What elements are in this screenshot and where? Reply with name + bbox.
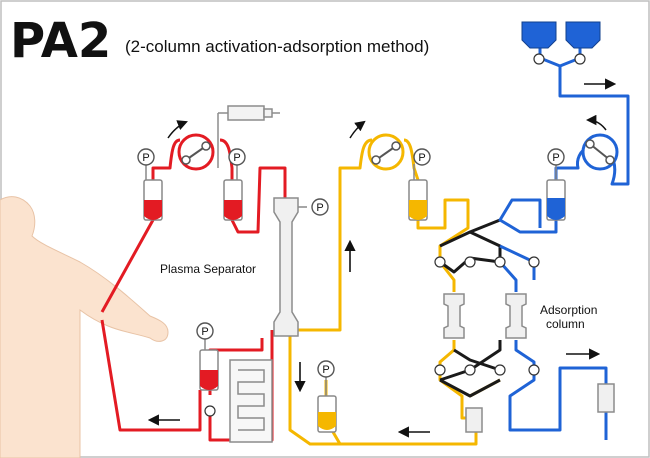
valve-1 xyxy=(434,256,446,268)
pressure-gauge-7: P xyxy=(317,360,335,396)
plasma-separator xyxy=(273,197,299,337)
blood-pump-outlet xyxy=(219,138,234,180)
pressure-label: P xyxy=(142,152,149,164)
plasma-line-up xyxy=(298,138,373,332)
pressure-label: P xyxy=(316,202,323,214)
drip-chamber-plasma xyxy=(408,179,428,221)
return-filter xyxy=(465,407,483,433)
blood-pump-direction-arrow xyxy=(167,120,188,139)
valve-7 xyxy=(494,364,506,376)
blood-pump xyxy=(177,133,215,171)
plasma-pump-direction-arrow xyxy=(349,120,366,139)
diagram-title: PA2 xyxy=(10,13,111,69)
pressure-label: P xyxy=(418,152,425,164)
pressure-label: P xyxy=(233,152,240,164)
plasma-pump xyxy=(367,133,405,171)
valve-4 xyxy=(528,256,540,268)
adsorption-column-label-line2: column xyxy=(546,317,585,331)
valve-venous xyxy=(204,405,216,417)
valve-2 xyxy=(464,256,476,268)
blood-circuit xyxy=(100,138,287,442)
venous-return-line xyxy=(100,319,202,432)
bag-clamp-1 xyxy=(533,53,545,65)
pressure-gauge-6: P xyxy=(196,322,214,350)
pressure-gauge-4: P xyxy=(547,148,565,180)
pressure-gauge-2: P xyxy=(228,148,246,180)
adsorption-column-1 xyxy=(443,293,465,339)
buffer-bag-1 xyxy=(521,21,557,49)
bag-clamp-2 xyxy=(574,53,586,65)
adsorption-column-label-line1: Adsorption xyxy=(540,303,597,317)
drip-chamber-arterial xyxy=(143,179,163,221)
valve-set xyxy=(204,256,540,417)
drip-chamber-buffer xyxy=(546,179,566,221)
buffer-pump-direction-arrow xyxy=(585,114,607,131)
pressure-gauge-1: P xyxy=(137,148,155,180)
plasma-return xyxy=(331,340,478,446)
pressure-label: P xyxy=(322,364,329,376)
valve-3 xyxy=(494,256,506,268)
pressure-label: P xyxy=(201,326,208,338)
valve-8 xyxy=(528,364,540,376)
drip-chamber-prefilter xyxy=(223,179,243,221)
buffer-waste xyxy=(508,340,608,432)
plasma-separator-label: Plasma Separator xyxy=(160,262,256,276)
crossover-tubing xyxy=(439,218,502,398)
patient-silhouette xyxy=(0,196,169,458)
blood-warmer xyxy=(229,359,273,443)
buffer-circuit xyxy=(498,48,630,440)
adsorption-column-2 xyxy=(505,293,527,339)
blood-pump-inlet xyxy=(151,138,181,180)
pressure-gauge-3: P xyxy=(413,148,431,180)
buffer-bag-lines xyxy=(538,48,582,68)
drip-chamber-venous xyxy=(199,349,219,391)
drip-chamber-return-plasma xyxy=(317,395,337,433)
diagram-subtitle: (2-column activation-adsorption method) xyxy=(125,37,429,56)
line-to-separator xyxy=(230,166,287,234)
buffer-pump xyxy=(581,133,619,171)
pressure-gauge-5: P xyxy=(298,198,329,216)
pressure-label: P xyxy=(552,152,559,164)
valve-5 xyxy=(434,364,446,376)
plasma-to-columns xyxy=(416,198,470,292)
heparin-syringe xyxy=(217,105,280,168)
waste-filter xyxy=(597,383,615,413)
buffer-bag-2 xyxy=(565,21,601,49)
valve-6 xyxy=(464,364,476,376)
buffer-to-columns xyxy=(498,198,558,234)
